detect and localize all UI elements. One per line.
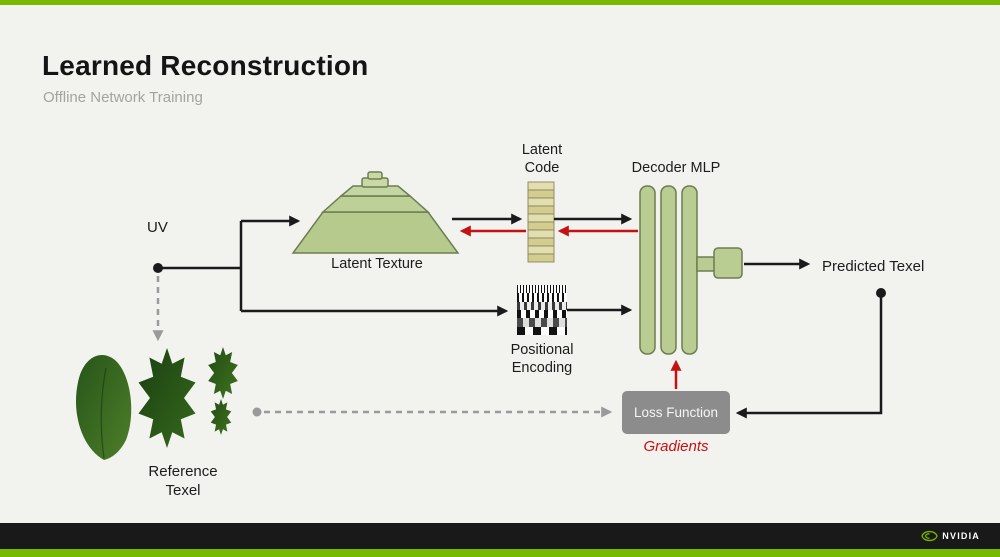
holly-leaf-tiny <box>210 399 232 435</box>
loss-function-box: Loss Function <box>622 391 730 434</box>
footer-bar: NVIDIA <box>0 523 1000 549</box>
uv-label: UV <box>147 219 168 236</box>
positional-encoding-label-line2: Encoding <box>511 360 573 376</box>
reference-texel-leaves <box>75 347 238 460</box>
decoder-output-block <box>696 247 743 279</box>
reference-texel-label-line2: Texel <box>165 482 201 499</box>
holly-leaf-medium <box>138 348 196 448</box>
bottom-accent-bar <box>0 549 1000 557</box>
reference-texel-label-line1: Reference <box>148 463 218 480</box>
decoder-mlp-label: Decoder MLP <box>631 160 721 176</box>
positional-encoding-band <box>517 285 567 294</box>
reference-texel-node-dot <box>252 407 262 417</box>
positional-encoding-image <box>517 285 567 335</box>
latent-code-label-line1: Latent <box>521 142 563 158</box>
latent-code-label-line2: Code <box>524 160 560 176</box>
loss-function-label: Loss Function <box>633 405 719 420</box>
nvidia-eye-icon <box>921 530 938 542</box>
positional-encoding-label-line1: Positional <box>510 342 574 358</box>
positional-encoding-label: Positional Encoding <box>482 341 602 377</box>
leaf-midrib <box>100 367 107 459</box>
predicted-texel-node-dot <box>876 288 886 298</box>
latent-code-label: Latent Code <box>492 141 592 177</box>
latent-code-stack <box>527 181 555 263</box>
positional-encoding-band <box>517 293 567 302</box>
nvidia-logo: NVIDIA <box>921 523 980 549</box>
predicted-texel-label: Predicted Texel <box>822 258 925 275</box>
smooth-leaf-shape <box>75 355 132 460</box>
positional-encoding-band <box>517 326 567 335</box>
positional-encoding-band <box>517 309 567 319</box>
reference-texel-label: Reference Texel <box>123 462 243 500</box>
positional-encoding-band <box>517 301 567 310</box>
latent-texture-label: Latent Texture <box>331 256 423 272</box>
page-title: Learned Reconstruction <box>42 50 369 81</box>
arrow-predicted-texel-to-loss <box>735 296 883 419</box>
gradients-label: Gradients <box>643 438 709 455</box>
nvidia-wordmark: NVIDIA <box>942 531 980 541</box>
page-subtitle: Offline Network Training <box>43 89 203 106</box>
top-accent-bar <box>0 0 1000 5</box>
decoder-mlp-bars <box>639 185 698 355</box>
latent-texture-shape <box>291 171 460 254</box>
holly-leaf-small <box>208 347 238 399</box>
positional-encoding-band <box>517 318 567 327</box>
